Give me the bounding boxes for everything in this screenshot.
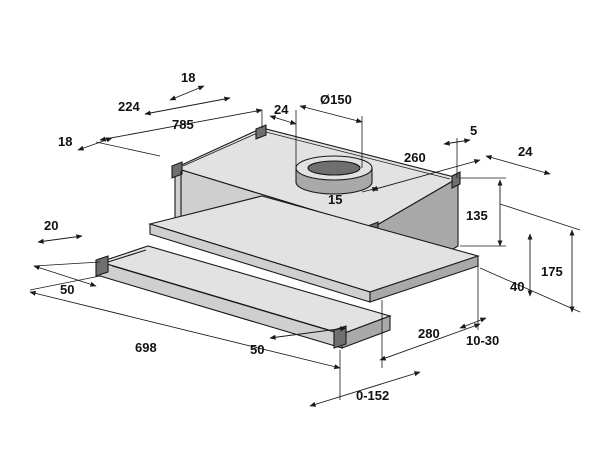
dimension-labels: 18 224 18 785 24 Ø150 5 24 260 15 135 17… [44,70,563,403]
dim-label-40: 40 [510,279,524,294]
hood-corner-bracket-left [171,161,183,179]
dim-label-5: 5 [470,123,477,138]
exhaust-collar [295,155,373,195]
dim-label-260: 260 [404,150,426,165]
dim-label-d150: Ø150 [320,92,352,107]
dim-label-10-30: 10-30 [466,333,499,348]
base-tray [147,195,480,303]
dim-label-50-front: 50 [250,342,264,357]
dim-label-20: 20 [44,218,58,233]
dim-label-224: 224 [118,99,140,114]
dim-label-24-right: 24 [518,144,533,159]
hood-corner-bracket-right [451,171,461,189]
dim-label-18-left: 18 [58,134,72,149]
dim-label-18-top: 18 [181,70,195,85]
dim-label-698: 698 [135,340,157,355]
dimension-lines [29,85,581,407]
dim-label-280: 280 [418,326,440,341]
dim-label-785: 785 [172,117,194,132]
dim-label-0-152: 0-152 [356,388,389,403]
dim-label-15: 15 [328,192,342,207]
dim-label-24-top: 24 [274,102,289,117]
dim-label-50-left: 50 [60,282,74,297]
dim-label-135: 135 [466,208,488,223]
dim-label-175: 175 [541,264,563,279]
